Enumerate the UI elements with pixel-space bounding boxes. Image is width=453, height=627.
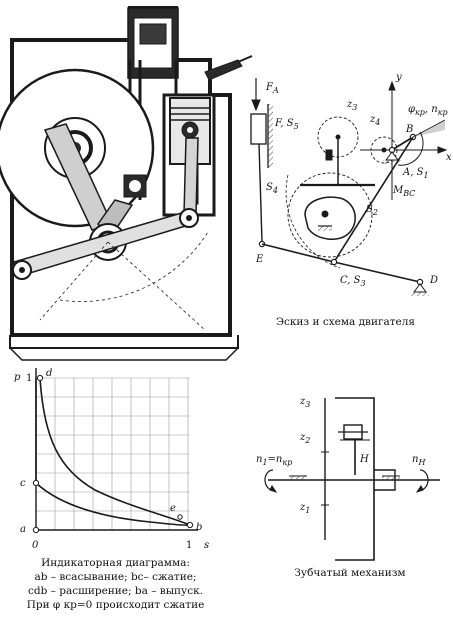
label-S4: S4 — [266, 182, 278, 195]
gear-label-nH: nH — [412, 454, 426, 467]
label-x: x — [446, 152, 452, 163]
indicator-one: 1 — [186, 540, 192, 551]
indicator-caption-line-4: При φ кр=0 происходит сжатие — [26, 599, 205, 611]
indicator-a: a — [20, 524, 26, 535]
gear-label-z3: z3 — [299, 396, 310, 409]
indicator-e: e — [170, 503, 176, 514]
gear-label-z1: z1 — [299, 502, 310, 515]
indicator-caption-line-1: Индикаторная диаграмма: — [41, 557, 190, 569]
indicator-zero: 0 — [32, 540, 39, 551]
label-z4: z4 — [369, 114, 380, 127]
indicator-s-axis: s — [204, 540, 209, 551]
gear-label-z2: z2 — [299, 432, 310, 445]
label-phi-n: φкр, nкр — [408, 104, 448, 117]
label-F-S5: F, S5 — [274, 118, 299, 131]
label-A-S1: A, S1 — [402, 167, 429, 180]
indicator-caption-line-3: cdb – расширение; ba – выпуск. — [27, 585, 204, 597]
gear-mechanism — [264, 397, 440, 561]
engine-sketch — [0, 6, 253, 361]
indicator-grid — [36, 377, 190, 530]
gear-caption: Зубчатый механизм — [294, 567, 406, 579]
indicator-b: b — [196, 522, 202, 533]
engine-caption: Эскиз и схема двигателя — [275, 316, 416, 328]
label-z3: z3 — [346, 99, 357, 112]
label-C-S3: C, S3 — [340, 275, 366, 288]
label-B: B — [405, 124, 413, 135]
label-FA: FA — [265, 82, 279, 95]
label-D: D — [429, 275, 438, 286]
gear-labels: z3 z2 z1 H n1=nкр nH — [256, 396, 426, 515]
indicator-d: d — [46, 368, 52, 379]
label-y: y — [395, 72, 402, 83]
indicator-p-one: 1 — [26, 373, 32, 384]
label-E: E — [255, 254, 264, 265]
indicator-caption-line-2: ab – всасывание; bc– сжатие; — [34, 571, 197, 583]
indicator-c: c — [20, 478, 26, 489]
scheme-labels: FA F, S5 S4 z3 z4 y x B φкр, nкр A, S1 M… — [255, 72, 452, 288]
gear-label-H: H — [359, 454, 369, 465]
gear-label-n1: n1=nкр — [256, 454, 292, 467]
label-S2: S2 — [366, 204, 378, 217]
indicator-diagram: p 1 d c a 0 1 s e b — [14, 368, 209, 551]
indicator-p-axis: p — [14, 372, 21, 383]
indicator-caption: Индикаторная диаграмма: ab – всасывание;… — [8, 556, 223, 612]
label-Mvs: MВС — [392, 185, 415, 198]
kinematic-scheme — [250, 78, 448, 296]
